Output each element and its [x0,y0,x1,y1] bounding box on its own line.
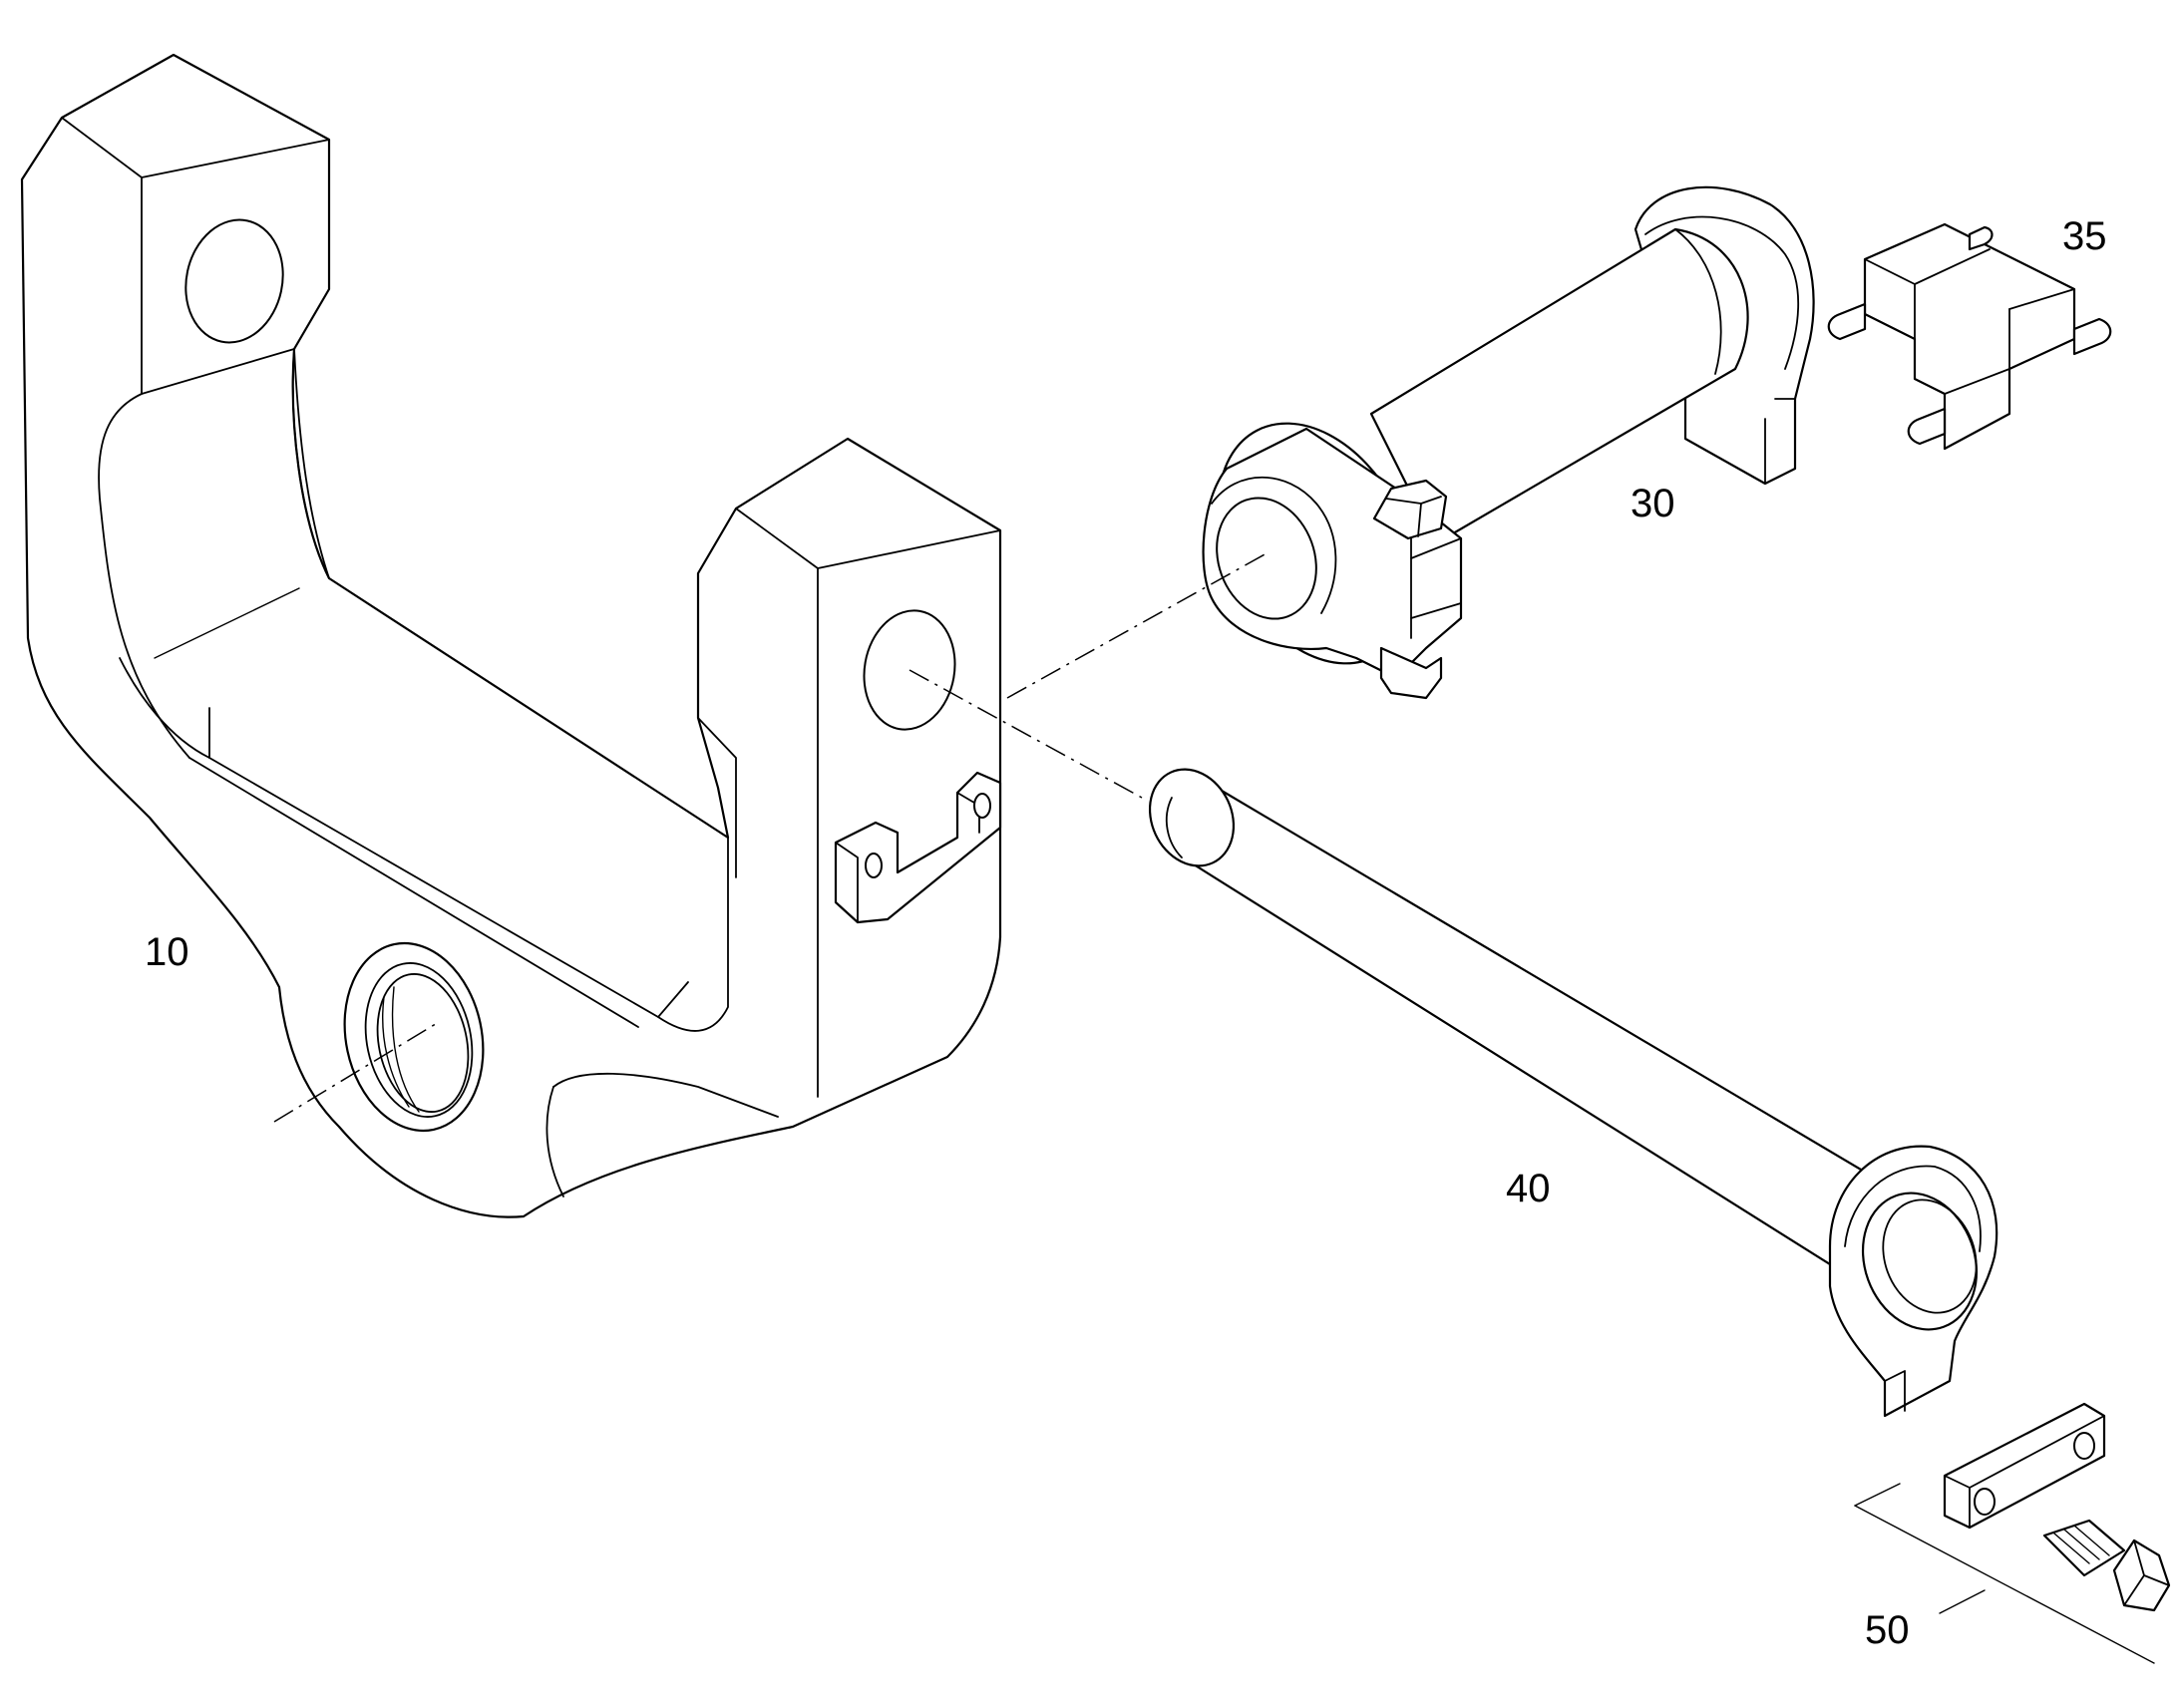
part-50-plate-and-bolt [1854,1402,2171,1664]
axis-lines [273,552,1268,1123]
callout-labels: 10 30 35 40 50 [145,214,2107,1652]
callout-30: 30 [1631,482,1675,525]
part-40-pin [1148,768,1998,1418]
callout-50: 50 [1865,1608,1910,1652]
callout-40: 40 [1506,1167,1551,1210]
callout-35: 35 [2062,214,2107,258]
part-10-bracket [20,53,1002,1218]
part-35-block [1827,222,2112,451]
callout-10: 10 [145,930,189,974]
part-30-shaft-assembly [1202,185,1815,700]
